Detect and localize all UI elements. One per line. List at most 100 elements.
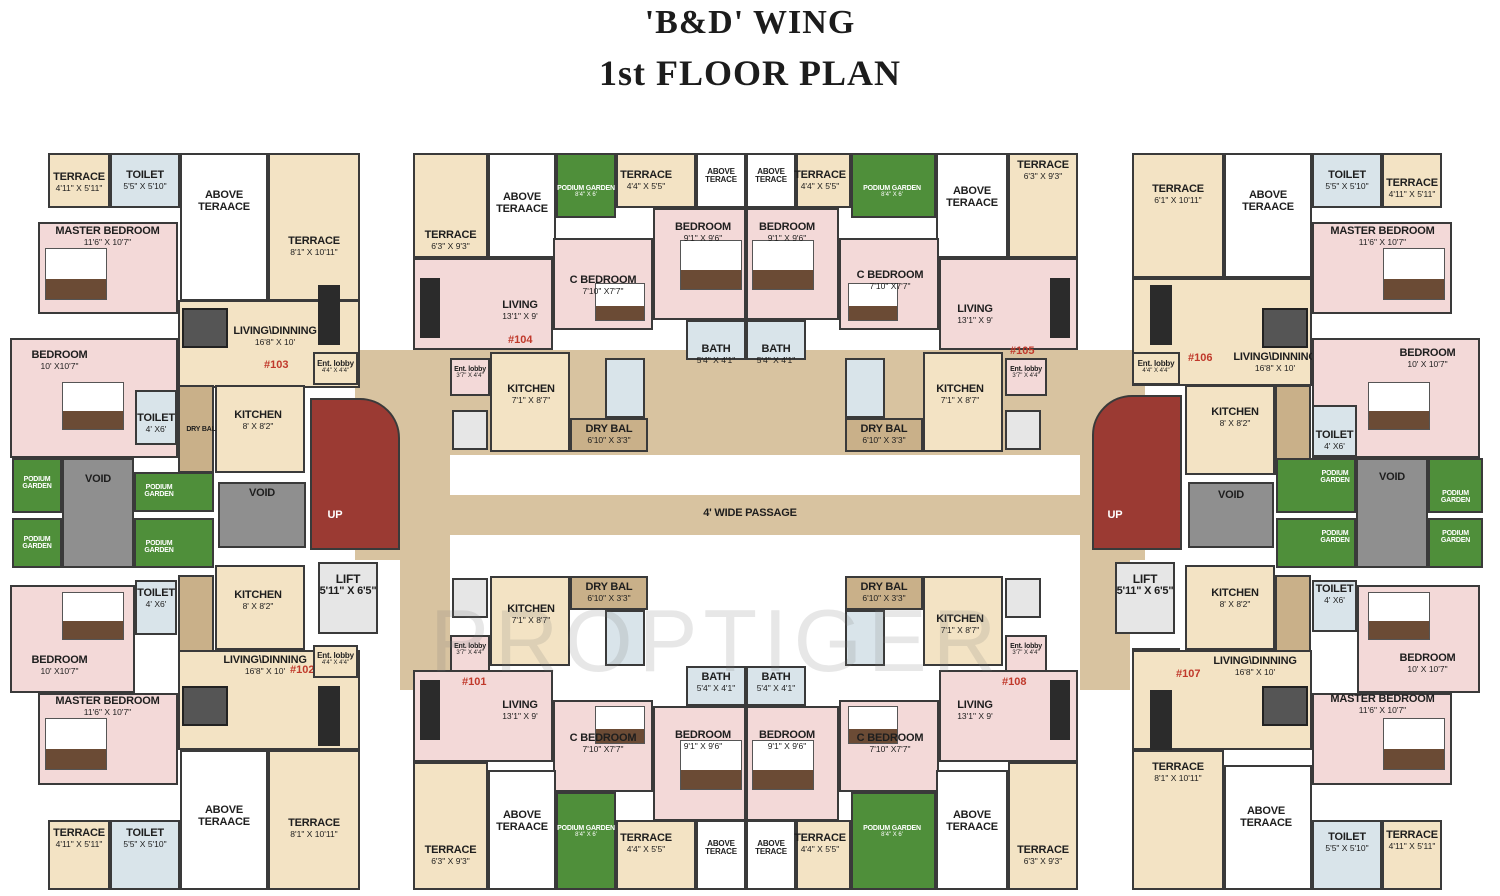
bed-icon <box>45 718 107 770</box>
sofa-icon <box>1050 680 1070 740</box>
bed-icon <box>848 283 898 321</box>
lift-right <box>1115 562 1175 634</box>
passage-left <box>400 350 450 690</box>
kitchen-105 <box>923 352 1003 452</box>
terrace-107e <box>1132 750 1224 890</box>
terrace-105d <box>796 153 851 208</box>
terrace-106f <box>1382 153 1442 208</box>
bed-icon <box>595 706 645 744</box>
sofa-icon <box>318 686 340 746</box>
toilet-102b <box>135 580 177 635</box>
dining-table-icon <box>182 308 228 348</box>
bed-icon <box>680 740 742 790</box>
podium-garden-l1 <box>12 458 62 513</box>
plan-subtitle: 1st FLOOR PLAN <box>599 53 901 93</box>
passage-label: 4' WIDE PASSAGE <box>703 507 797 519</box>
bed-icon <box>1368 382 1430 430</box>
wc-101 <box>605 610 645 666</box>
podium-garden-l4 <box>134 518 214 568</box>
sofa-icon <box>1150 285 1172 345</box>
podium-garden-r1 <box>1276 458 1356 513</box>
terrace-104 <box>413 153 488 258</box>
ent-lobby-104 <box>450 358 490 396</box>
unit-102: #102 <box>290 664 315 676</box>
bed-icon <box>680 240 742 290</box>
bath-105 <box>746 320 806 360</box>
dry-bal-103 <box>178 385 214 473</box>
toilet-106b <box>1312 405 1357 457</box>
bath-101 <box>686 666 746 706</box>
ent-lobby-105 <box>1005 358 1047 396</box>
staircase-left <box>310 398 400 550</box>
dry-bal-105 <box>845 418 923 452</box>
podium-garden-l3 <box>12 518 62 568</box>
bath-108 <box>746 666 806 706</box>
bed-icon <box>62 382 124 430</box>
kitchen-108 <box>923 576 1003 666</box>
dry-bal-107 <box>1275 575 1311 660</box>
lift-left <box>318 562 378 634</box>
sofa-icon <box>420 278 440 338</box>
podium-garden-r3 <box>1276 518 1356 568</box>
podium-garden-108 <box>851 792 936 890</box>
above-terrace-101 <box>488 770 556 890</box>
bed-icon <box>752 240 814 290</box>
unit-101: #101 <box>462 676 487 688</box>
podium-garden-r2 <box>1428 458 1483 513</box>
unit-106: #106 <box>1188 352 1213 364</box>
bed-icon <box>848 706 898 744</box>
toilet-103b <box>135 390 177 445</box>
bed-icon <box>752 740 814 790</box>
podium-garden-r4 <box>1428 518 1483 568</box>
shaft-104 <box>452 410 488 450</box>
kitchen-104 <box>490 352 570 452</box>
void-r2 <box>1356 458 1428 568</box>
above-terrace-108 <box>936 770 1008 890</box>
bed-icon <box>595 283 645 321</box>
podium-garden-101 <box>556 792 616 890</box>
kitchen-103 <box>215 385 305 473</box>
shaft-108 <box>1005 578 1041 618</box>
toilet-107b <box>1312 580 1357 632</box>
above-terrace-106 <box>1224 153 1312 278</box>
bed-icon <box>1383 248 1445 300</box>
ent-lobby-103 <box>313 352 358 385</box>
sofa-icon <box>1050 278 1070 338</box>
kitchen-106 <box>1185 385 1275 475</box>
sofa-icon <box>318 285 340 345</box>
bath-104 <box>686 320 746 360</box>
unit-105: #105 <box>1010 345 1035 357</box>
unit-103: #103 <box>264 359 289 371</box>
dining-table-icon <box>182 686 228 726</box>
void-l2 <box>218 482 306 548</box>
kitchen-101 <box>490 576 570 666</box>
ent-lobby-102 <box>313 645 358 678</box>
wc-105 <box>845 358 885 418</box>
dry-bal-102 <box>178 575 214 660</box>
above-terrace-s4 <box>746 820 796 890</box>
watermark: PROPTIGER <box>430 591 1003 690</box>
terrace-103a <box>48 153 110 208</box>
staircase-right <box>1092 395 1182 550</box>
above-terrace-104 <box>488 153 556 258</box>
unit-104: #104 <box>508 334 533 346</box>
terrace-102b <box>268 750 360 890</box>
toilet-106 <box>1312 153 1382 208</box>
above-terrace-103 <box>180 153 268 301</box>
kitchen-107 <box>1185 565 1275 650</box>
wc-108 <box>845 610 885 666</box>
unit-108: #108 <box>1002 676 1027 688</box>
podium-garden-l2 <box>134 472 214 512</box>
ent-lobby-106 <box>1132 352 1180 385</box>
terrace-108d <box>796 820 851 890</box>
plan-title: 'B&D' WING <box>644 4 856 41</box>
dining-table-icon <box>1262 308 1308 348</box>
void-r1 <box>1188 482 1274 548</box>
terrace-103b <box>268 153 360 301</box>
kitchen-102 <box>215 565 305 650</box>
toilet-107 <box>1312 820 1382 890</box>
inner-void-bottom <box>450 535 1080 575</box>
bed-icon <box>62 592 124 640</box>
podium-garden-105 <box>851 153 936 218</box>
